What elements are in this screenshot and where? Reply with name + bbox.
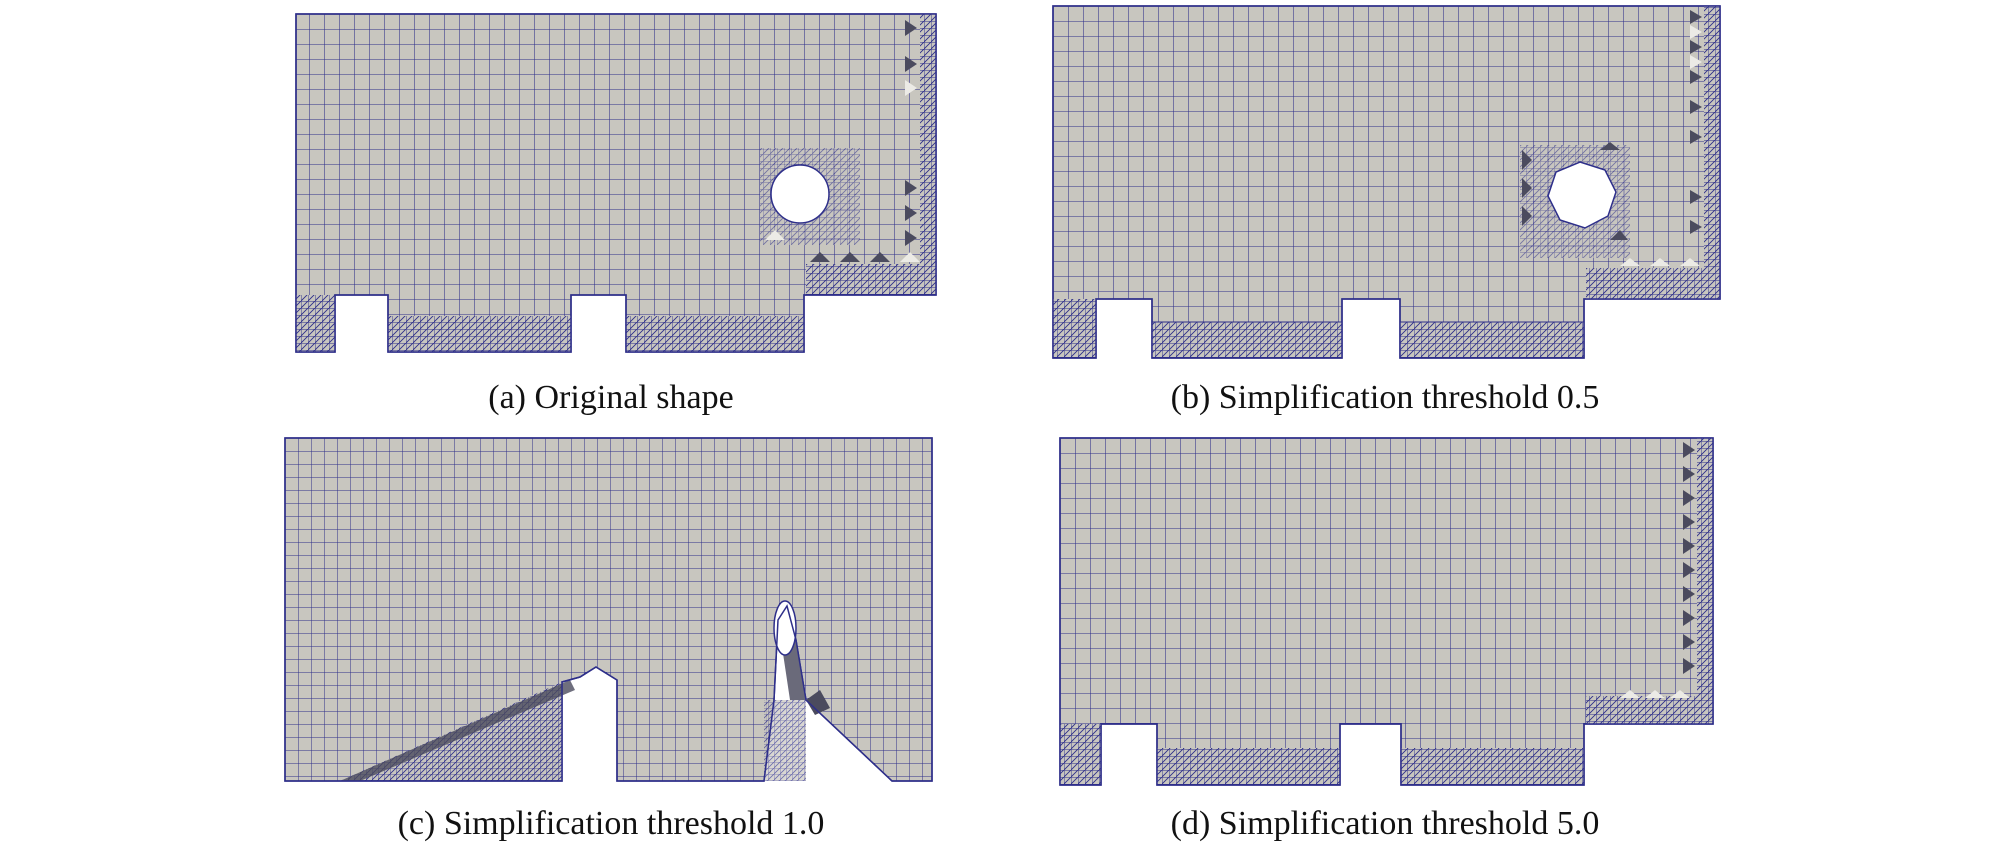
caption-b: (b) Simplification threshold 0.5 [1170,379,1600,416]
caption-c: (c) Simplification threshold 1.0 [397,805,825,842]
mesh-d-body [1059,437,1714,786]
caption-a: (a) Original shape [488,379,734,416]
caption-d: (d) Simplification threshold 5.0 [1170,805,1600,842]
